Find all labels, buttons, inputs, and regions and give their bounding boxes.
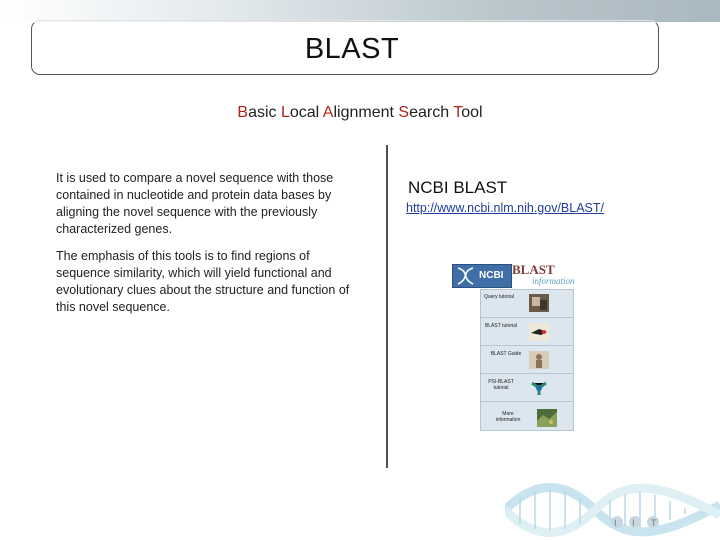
menu-cell[interactable]: Query tutorial: [481, 290, 573, 318]
description-column: It is used to compare a novel sequence w…: [56, 170, 356, 326]
ncbi-blast-link[interactable]: http://www.ncbi.nlm.nih.gov/BLAST/: [406, 201, 605, 215]
subtitle-part: earch: [409, 104, 454, 121]
subtitle-part: S: [398, 104, 410, 121]
logo-watermark-icon: I I T: [611, 516, 659, 529]
bird-thumb-icon: [529, 323, 549, 341]
photo-thumb-icon: [529, 294, 549, 312]
svg-text:T: T: [650, 519, 657, 529]
dna-helix-decoration: [505, 483, 720, 537]
menu-cell[interactable]: PSI-BLAST tutorial: [481, 374, 573, 402]
map-thumb-icon: [537, 409, 557, 427]
ncbi-logo: NCBI: [452, 264, 512, 288]
ncbi-logo-text: NCBI: [479, 270, 504, 281]
svg-text:I: I: [614, 519, 617, 529]
dna-logo-icon: [457, 267, 474, 285]
subtitle-part: lignment: [333, 104, 399, 121]
figure-thumb-icon: [529, 351, 549, 369]
slide-title: BLAST: [304, 33, 400, 65]
description-paragraph: It is used to compare a novel sequence w…: [56, 171, 334, 236]
subtitle-part: A: [322, 104, 334, 121]
header-band: [0, 0, 720, 22]
menu-cell-label: More information: [495, 411, 521, 423]
subtitle-part: ool: [461, 104, 483, 121]
description-paragraph: The emphasis of this tools is to find re…: [56, 249, 350, 314]
title-frame: [31, 20, 659, 75]
subtitle-part: ocal: [289, 104, 323, 121]
ncbi-heading: NCBI BLAST: [408, 178, 508, 197]
blast-information-screenshot: NCBI BLAST information Query tutorial BL…: [452, 262, 592, 431]
menu-cell-label: PSI-BLAST tutorial: [488, 379, 514, 391]
slide-subtitle: Basic Local Alignment Search Tool: [0, 104, 720, 122]
svg-text:I: I: [632, 519, 635, 529]
screenshot-title: BLAST: [512, 262, 555, 277]
subtitle-part: asic: [248, 104, 281, 121]
subtitle-part: B: [237, 104, 249, 121]
molecule-thumb-icon: [529, 379, 549, 397]
menu-cell-label: BLAST Guide: [490, 351, 522, 357]
menu-cell-label: Query tutorial: [483, 294, 514, 300]
menu-cell[interactable]: BLAST tutorial: [481, 318, 573, 346]
menu-cell[interactable]: BLAST Guide: [481, 346, 573, 374]
menu-cell-label: BLAST tutorial: [484, 323, 518, 329]
menu-cell[interactable]: More information: [481, 402, 573, 430]
screenshot-subtitle: information: [532, 276, 575, 286]
subtitle-part: L: [280, 104, 290, 121]
screenshot-menu-panel: Query tutorial BLAST tutorial BLAST Guid…: [480, 289, 574, 431]
column-divider: [386, 145, 388, 468]
subtitle-part: T: [453, 104, 462, 121]
